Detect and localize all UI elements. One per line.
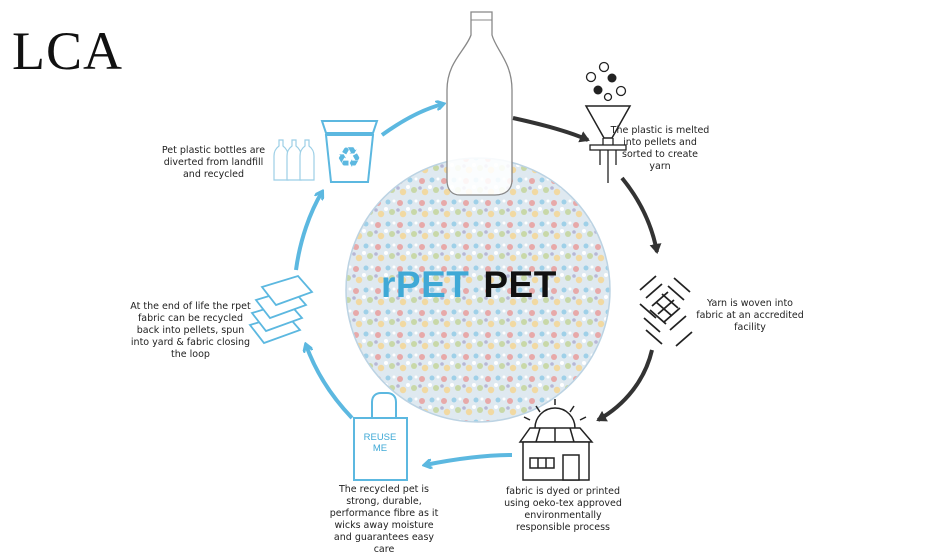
dye-factory-icon (518, 399, 594, 481)
caption-woven-fabric: Yarn is woven into fabric at an accredit… (696, 298, 804, 333)
arrow-bag-to-layers (306, 345, 354, 420)
caption-dyed-printed: fabric is dyed or printed using oeko-tex… (504, 486, 622, 533)
reuse-bag-label: REUSE ME (363, 432, 397, 454)
arrow-layers-to-bin (294, 192, 322, 271)
woven-fabric-icon (639, 275, 693, 347)
rpet-label: rPET (381, 264, 470, 305)
reuse-bag-icon (353, 392, 408, 481)
rpet-pet-label: rPET PET (381, 264, 557, 306)
bottles-row-icon (273, 139, 315, 181)
recycling-bin-icon: ♻ (320, 120, 379, 183)
svg-text:♻: ♻ (336, 141, 361, 174)
fabric-layers-icon (248, 274, 314, 345)
arrow-funnel-to-fabric (620, 176, 662, 254)
arrow-bottle-to-funnel (512, 116, 590, 143)
caption-bottles-diverted: Pet plastic bottles are diverted from la… (161, 145, 266, 180)
caption-recycled-pet-strong: The recycled pet is strong, durable, per… (329, 484, 439, 555)
caption-end-of-life: At the end of life the rpet fabric can b… (130, 301, 251, 360)
arrow-factory-to-bag (425, 453, 513, 465)
page-title: LCA (12, 21, 123, 81)
caption-melted-pellets: The plastic is melted into pellets and s… (610, 125, 710, 172)
pet-label: PET (483, 264, 557, 305)
bottle-icon (446, 11, 513, 196)
arrow-bin-to-bottle (380, 104, 443, 137)
melting-funnel-icon (584, 61, 632, 183)
arrow-fabric-to-factory (596, 349, 654, 422)
